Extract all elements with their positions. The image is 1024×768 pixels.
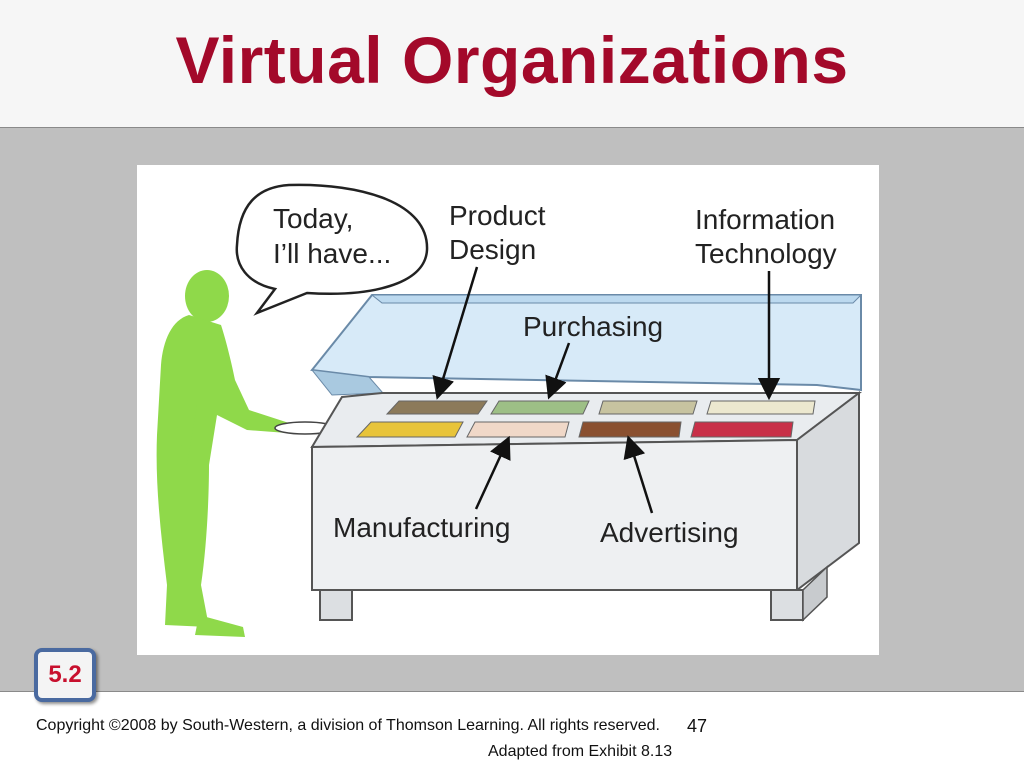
section-badge-label: 5.2 (48, 661, 82, 688)
slide-title: Virtual Organizations (175, 23, 849, 97)
salad-bar-illustration: Today, I’ll have... (137, 165, 879, 655)
copyright-notice: Copyright ©2008 by South-Western, a divi… (36, 717, 660, 734)
arrow-manufacturing (474, 435, 511, 510)
purchasing-label: Purchasing (523, 311, 663, 342)
arrow-advertising (623, 435, 654, 514)
info-tech-line-1: Information (695, 204, 835, 235)
speech-bubble (235, 183, 429, 316)
speech-line-2: I’ll have... (273, 238, 391, 269)
speech-line-1: Today, (273, 203, 353, 234)
manufacturing-label: Manufacturing (333, 512, 510, 543)
salad-bar-svg: Today, I’ll have... (156, 183, 863, 637)
advertising-label: Advertising (600, 517, 739, 548)
arrow-purchasing (545, 342, 571, 400)
person-silhouette (156, 270, 289, 637)
title-band (0, 0, 1024, 127)
source-note: Adapted from Exhibit 8.13 (488, 743, 673, 760)
product-design-line-2: Design (449, 234, 536, 265)
section-badge: 5.2 (34, 648, 96, 702)
food-trays (355, 400, 816, 438)
page-number: 47 (687, 716, 708, 736)
counter-body (311, 390, 860, 622)
sneeze-guard (310, 294, 863, 396)
product-design-line-1: Product (449, 200, 546, 231)
info-tech-line-2: Technology (695, 238, 837, 269)
arrow-product-design (432, 266, 479, 400)
